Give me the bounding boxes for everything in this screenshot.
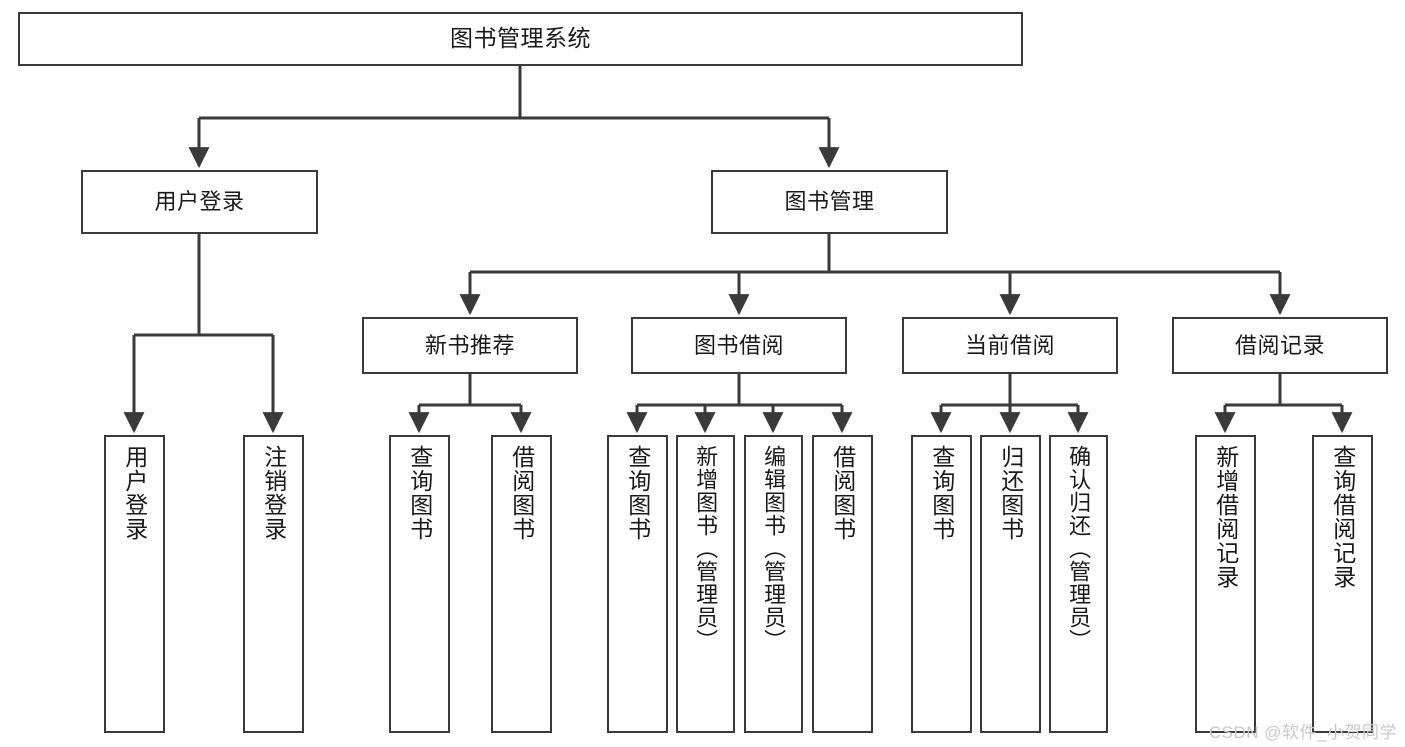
node-label: 归还图书 [997, 445, 1024, 541]
node-leaf-query-borrow-record[interactable]: 查询借阅记录 [1312, 435, 1373, 733]
node-root-system[interactable]: 图书管理系统 [18, 12, 1023, 66]
node-leaf-query-book-current[interactable]: 查询图书 [911, 435, 972, 733]
node-leaf-return-book[interactable]: 归还图书 [980, 435, 1041, 733]
node-leaf-borrow-book-recommend[interactable]: 借阅图书 [491, 435, 552, 733]
node-label: 借阅记录 [1234, 332, 1325, 358]
node-leaf-edit-book[interactable]: 编辑图书（管理员） [744, 435, 803, 733]
node-label: 当前借阅 [964, 332, 1055, 358]
node-book-borrow[interactable]: 图书借阅 [631, 317, 847, 374]
node-new-book-recommend[interactable]: 新书推荐 [362, 317, 578, 374]
node-label: 查询图书 [928, 445, 955, 541]
node-label: 图书管理系统 [450, 25, 591, 52]
node-leaf-confirm-return[interactable]: 确认归还（管理员） [1049, 435, 1108, 733]
node-leaf-logout[interactable]: 注销登录 [243, 435, 304, 733]
node-label: 新书推荐 [424, 332, 515, 358]
node-label: 借阅图书 [508, 445, 535, 541]
node-label: 查询图书 [406, 445, 433, 541]
node-label: 查询借阅记录 [1329, 445, 1356, 589]
node-leaf-add-book[interactable]: 新增图书（管理员） [676, 435, 735, 733]
node-leaf-add-borrow-record[interactable]: 新增借阅记录 [1195, 435, 1256, 733]
node-label: 图书管理 [784, 189, 875, 215]
node-user-login[interactable]: 用户登录 [81, 170, 318, 234]
node-label: 新增借阅记录 [1212, 445, 1239, 589]
node-leaf-borrow-book[interactable]: 借阅图书 [812, 435, 873, 733]
node-label: 查询图书 [624, 445, 651, 541]
node-book-management[interactable]: 图书管理 [711, 170, 948, 234]
node-current-borrow[interactable]: 当前借阅 [902, 317, 1118, 374]
node-leaf-query-book-recommend[interactable]: 查询图书 [389, 435, 450, 733]
node-label: 注销登录 [260, 445, 287, 541]
node-label: 确认归还（管理员） [1066, 445, 1092, 652]
node-label: 用户登录 [121, 445, 148, 541]
node-label: 图书借阅 [693, 332, 784, 358]
csdn-watermark: CSDN @软件_小贺同学 [1208, 723, 1397, 742]
node-label: 编辑图书（管理员） [761, 445, 787, 652]
node-borrow-record[interactable]: 借阅记录 [1172, 317, 1388, 374]
node-label: 新增图书（管理员） [693, 445, 719, 652]
node-label: 用户登录 [154, 189, 245, 215]
node-label: 借阅图书 [829, 445, 856, 541]
node-leaf-query-book-borrow[interactable]: 查询图书 [607, 435, 668, 733]
node-leaf-user-login[interactable]: 用户登录 [104, 435, 165, 733]
